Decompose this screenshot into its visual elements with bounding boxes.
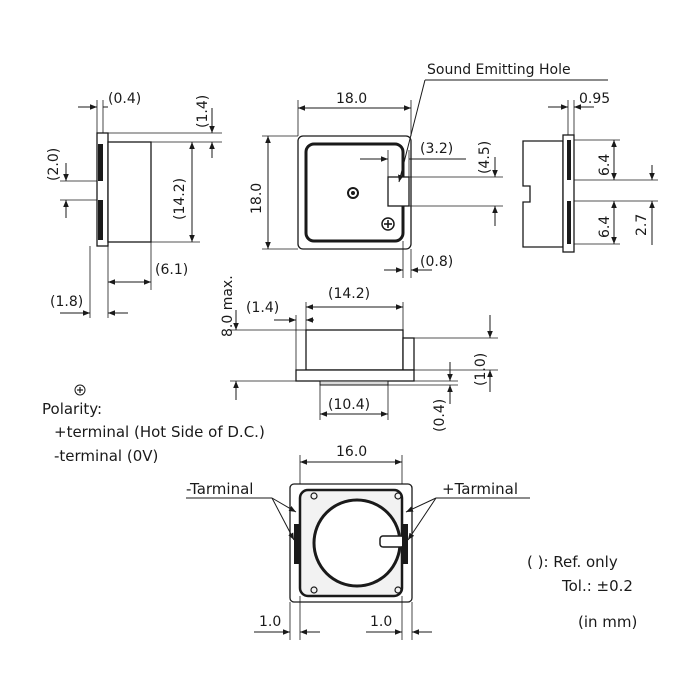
dim-front-14-2: (14.2) — [328, 286, 370, 302]
dim-front-height-max: 8.0 max. — [220, 275, 236, 337]
dim-bottom-16-0: 16.0 — [336, 444, 367, 460]
dim-top-width: 18.0 — [336, 91, 367, 107]
dim-right-2-7: 2.7 — [634, 214, 650, 236]
dim-left-1-8: (1.8) — [50, 294, 83, 310]
top-view: Sound Emitting Hole 18.0 18.0 (3.2) (4.5… — [249, 62, 608, 278]
dim-top-3-2: (3.2) — [420, 141, 453, 157]
right-side-body — [522, 140, 564, 248]
right-side-flange — [562, 134, 575, 253]
front-view-pad — [319, 380, 389, 386]
polarity-legend: Polarity: +terminal (Hot Side of D.C.) -… — [42, 384, 265, 465]
dim-bottom-1-0-left: 1.0 — [259, 614, 281, 630]
left-side-body — [107, 141, 152, 243]
front-view-body — [305, 329, 404, 371]
bottom-view: 16.0 -Tarminal +Tarminal 1.0 1.0 — [186, 444, 530, 640]
front-view: 8.0 max. (1.4) (14.2) (1.0) (10.4) (0.4) — [220, 275, 498, 432]
right-side-terminal-upper — [567, 140, 571, 180]
bottom-view-plus-terminal — [402, 524, 408, 564]
dim-top-0-8: (0.8) — [420, 254, 453, 270]
dim-left-0-4: (0.4) — [108, 91, 141, 107]
note-ref-only: ( ): Ref. only — [527, 553, 618, 571]
front-view-side-tab — [402, 337, 415, 371]
dim-front-1-0: (1.0) — [473, 353, 489, 386]
polarity-title: Polarity: — [42, 400, 102, 418]
note-tolerance: Tol.: ±0.2 — [561, 577, 633, 595]
dim-right-6-4-lower: 6.4 — [597, 216, 613, 238]
polarity-minus-terminal: -terminal (0V) — [54, 447, 158, 465]
dim-right-0-95: 0.95 — [579, 91, 610, 107]
right-side-terminal-lower — [567, 201, 571, 244]
dim-right-6-4-upper: 6.4 — [597, 154, 613, 176]
dim-front-10-4: (10.4) — [328, 397, 370, 413]
dim-top-height: 18.0 — [249, 183, 265, 214]
sound-emitting-hole-label: Sound Emitting Hole — [427, 62, 571, 78]
note-units: (in mm) — [578, 613, 637, 631]
left-side-terminal-lower — [98, 200, 103, 240]
dim-top-4-5: (4.5) — [477, 141, 493, 174]
notes: ( ): Ref. only Tol.: ±0.2 (in mm) — [527, 553, 637, 631]
dim-left-1-4: (1.4) — [195, 95, 211, 128]
left-side-terminal-upper — [98, 144, 103, 181]
sound-emitting-hole — [387, 176, 410, 207]
dim-front-1-4: (1.4) — [246, 300, 279, 316]
right-side-view: 0.95 6.4 6.4 2.7 — [522, 91, 658, 253]
bottom-view-plus-contact — [379, 535, 405, 548]
dim-bottom-1-0-right: 1.0 — [370, 614, 392, 630]
polarity-plus-terminal: +terminal (Hot Side of D.C.) — [54, 423, 265, 441]
plus-terminal-label: +Tarminal — [442, 480, 518, 498]
bottom-view-minus-terminal — [294, 524, 300, 564]
dim-left-2-0: (2.0) — [46, 148, 62, 181]
minus-terminal-label: -Tarminal — [186, 480, 253, 498]
left-side-view: (0.4) (1.4) (2.0) (14.2) (6.1) (1.8) — [46, 91, 222, 318]
dim-front-0-4: (0.4) — [432, 399, 448, 432]
front-view-base — [295, 369, 415, 382]
dim-left-14-2: (14.2) — [172, 178, 188, 220]
dim-left-6-1: (6.1) — [155, 262, 188, 278]
